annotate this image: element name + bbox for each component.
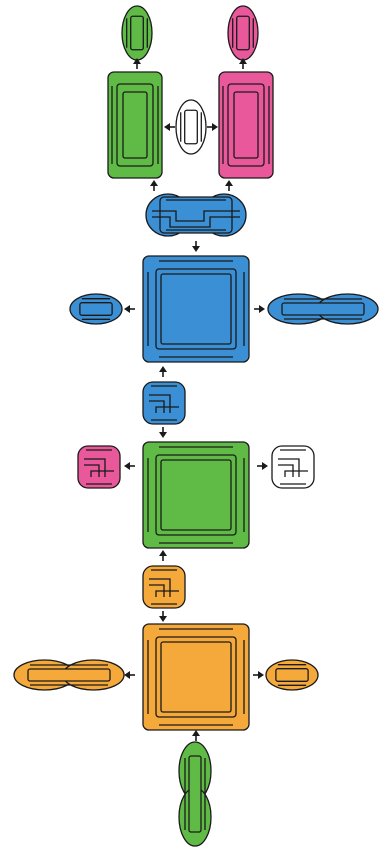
pink-tall-rectangle xyxy=(218,71,274,179)
orange-large-square xyxy=(142,623,250,731)
arrow-to-pink-rect-icon xyxy=(207,123,218,131)
orange-small-oval xyxy=(265,659,319,691)
green-small-oval xyxy=(121,5,153,61)
white-small-connector xyxy=(271,445,315,489)
pink-small-oval xyxy=(227,5,259,61)
arrow-right-white-conn-icon xyxy=(257,462,268,470)
blue-small-oval xyxy=(69,293,123,325)
arrow-down-blue-square-icon xyxy=(192,241,200,252)
pink-small-connector xyxy=(77,445,121,489)
blue-small-connector xyxy=(142,381,186,425)
green-large-square xyxy=(142,441,250,549)
green-tall-rectangle xyxy=(107,71,163,179)
arrow-down-green-square-icon xyxy=(159,427,167,438)
arrow-to-green-rect-icon xyxy=(164,123,175,131)
arrow-up-pink-rect-icon xyxy=(225,180,233,191)
arrow-right-orange-oval-icon xyxy=(253,671,264,679)
pieces-layer xyxy=(13,5,379,847)
arrows-layer xyxy=(124,58,268,741)
arrow-right-blue-double-icon xyxy=(254,305,265,313)
arrow-left-pink-conn-icon xyxy=(124,462,135,470)
blue-double-oval xyxy=(267,293,379,325)
arrow-up-blue-square-icon xyxy=(159,366,167,377)
arrow-left-orange-double-icon xyxy=(124,671,135,679)
arrow-down-orange-square-icon xyxy=(159,611,167,622)
arrow-left-blue-oval-icon xyxy=(124,305,135,313)
arrow-up-green-rect-icon xyxy=(150,180,158,191)
orange-double-oval xyxy=(13,659,125,691)
arrow-up-orange-square-icon xyxy=(192,730,200,741)
arrow-to-green-oval-icon xyxy=(133,58,141,69)
arrow-to-pink-oval-icon xyxy=(239,58,247,69)
green-double-oval-vertical xyxy=(178,741,212,847)
blue-large-square xyxy=(142,255,250,363)
white-small-oval xyxy=(175,99,207,155)
orange-small-connector xyxy=(142,565,186,609)
arrow-up-green-square-icon xyxy=(159,550,167,561)
blue-wide-connector xyxy=(145,193,247,237)
